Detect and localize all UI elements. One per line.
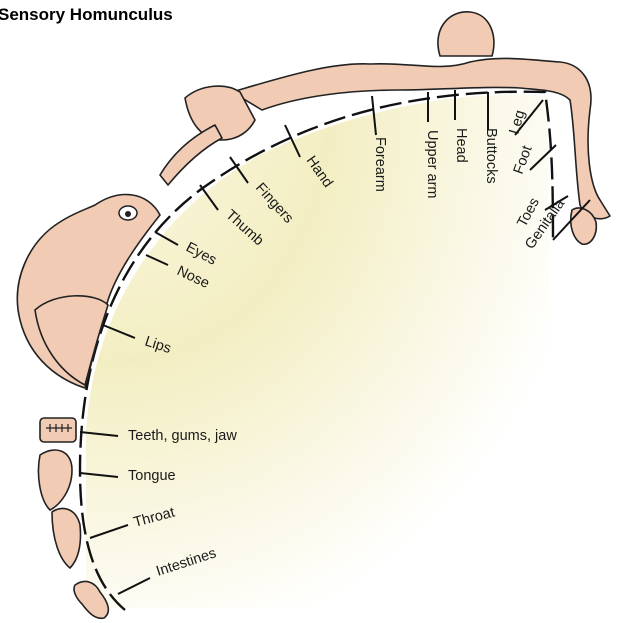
label-upper-arm: Upper arm <box>424 130 440 199</box>
label-forearm: Forearm <box>372 137 388 192</box>
label-head: Head <box>453 128 469 163</box>
diagram-title: Sensory Homunculus <box>0 5 173 24</box>
label-buttocks: Buttocks <box>483 128 499 184</box>
forearm-drawing <box>160 125 222 185</box>
head-drawing <box>438 12 494 56</box>
tongue-drawing <box>38 450 72 510</box>
throat-drawing <box>52 508 81 568</box>
label-tongue: Tongue <box>128 468 176 484</box>
teeth-drawing <box>40 418 76 442</box>
pupil-icon <box>125 211 131 217</box>
label-teeth-gums-jaw: Teeth, gums, jaw <box>128 428 237 444</box>
